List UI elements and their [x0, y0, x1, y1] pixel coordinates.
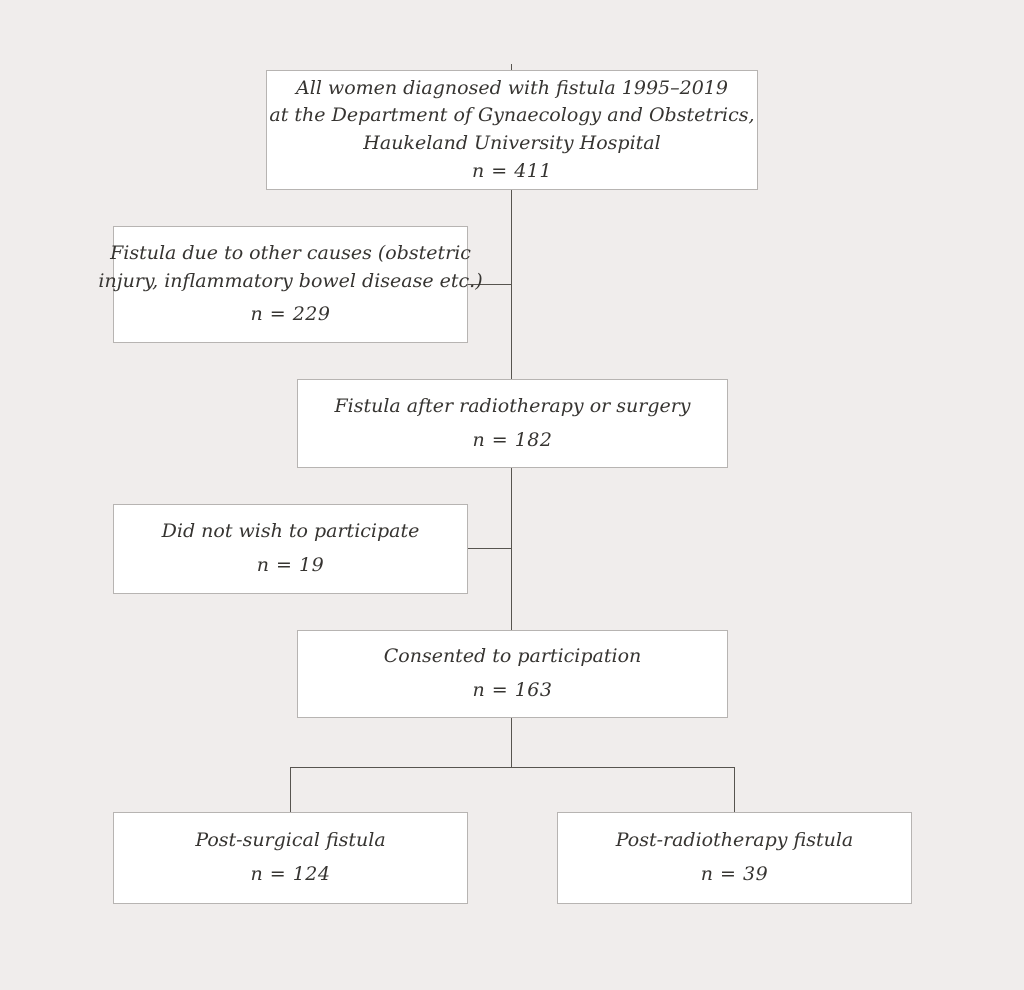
- node-text-line: Consented to participation: [383, 645, 642, 668]
- connector-excluded-branch: [468, 284, 512, 285]
- node-consented: Consented to participation n = 163: [297, 630, 728, 718]
- node-excluded-other-causes: Fistula due to other causes (obstetric i…: [98, 226, 483, 343]
- node-text-line: injury, inflammatory bowel disease etc.): [98, 269, 483, 292]
- connector-declined-branch: [468, 548, 512, 549]
- node-declined-participation: Did not wish to participate n = 19: [113, 504, 468, 594]
- connector-drop-radiotherapy: [734, 767, 735, 812]
- node-count: n = 163: [472, 679, 553, 701]
- node-text-line: Haukeland University Hospital: [363, 132, 661, 154]
- node-count: n = 411: [471, 159, 552, 182]
- node-fistula-radiotherapy-surgery: Fistula after radiotherapy or surgery n …: [297, 379, 728, 468]
- node-count: n = 124: [250, 863, 331, 885]
- node-total-diagnosed: All women diagnosed with fistula 1995–20…: [266, 70, 758, 190]
- connector-split-horizontal: [290, 767, 735, 768]
- node-count: n = 182: [472, 428, 553, 451]
- node-text-line: Did not wish to participate: [161, 520, 420, 543]
- node-text-line: Fistula after radiotherapy or surgery: [334, 394, 691, 417]
- node-count: n = 229: [250, 303, 331, 326]
- node-post-radiotherapy: Post-radiotherapy fistula n = 39: [557, 812, 912, 904]
- node-text-line: Post-surgical fistula: [195, 829, 386, 852]
- node-text-line: All women diagnosed with fistula 1995–20…: [296, 76, 728, 99]
- node-count: n = 39: [700, 863, 769, 885]
- node-text-line: Post-radiotherapy fistula: [615, 829, 854, 852]
- connector-radio-to-consent: [511, 468, 512, 630]
- connector-top-stub: [511, 64, 512, 70]
- node-count: n = 19: [256, 554, 325, 576]
- connector-drop-surgical: [290, 767, 291, 812]
- connector-consent-to-split: [511, 718, 512, 768]
- node-post-surgical: Post-surgical fistula n = 124: [113, 812, 468, 904]
- node-text-line: at the Department of Gynaecology and Obs…: [269, 104, 755, 127]
- node-text-line: Fistula due to other causes (obstetric: [110, 242, 471, 265]
